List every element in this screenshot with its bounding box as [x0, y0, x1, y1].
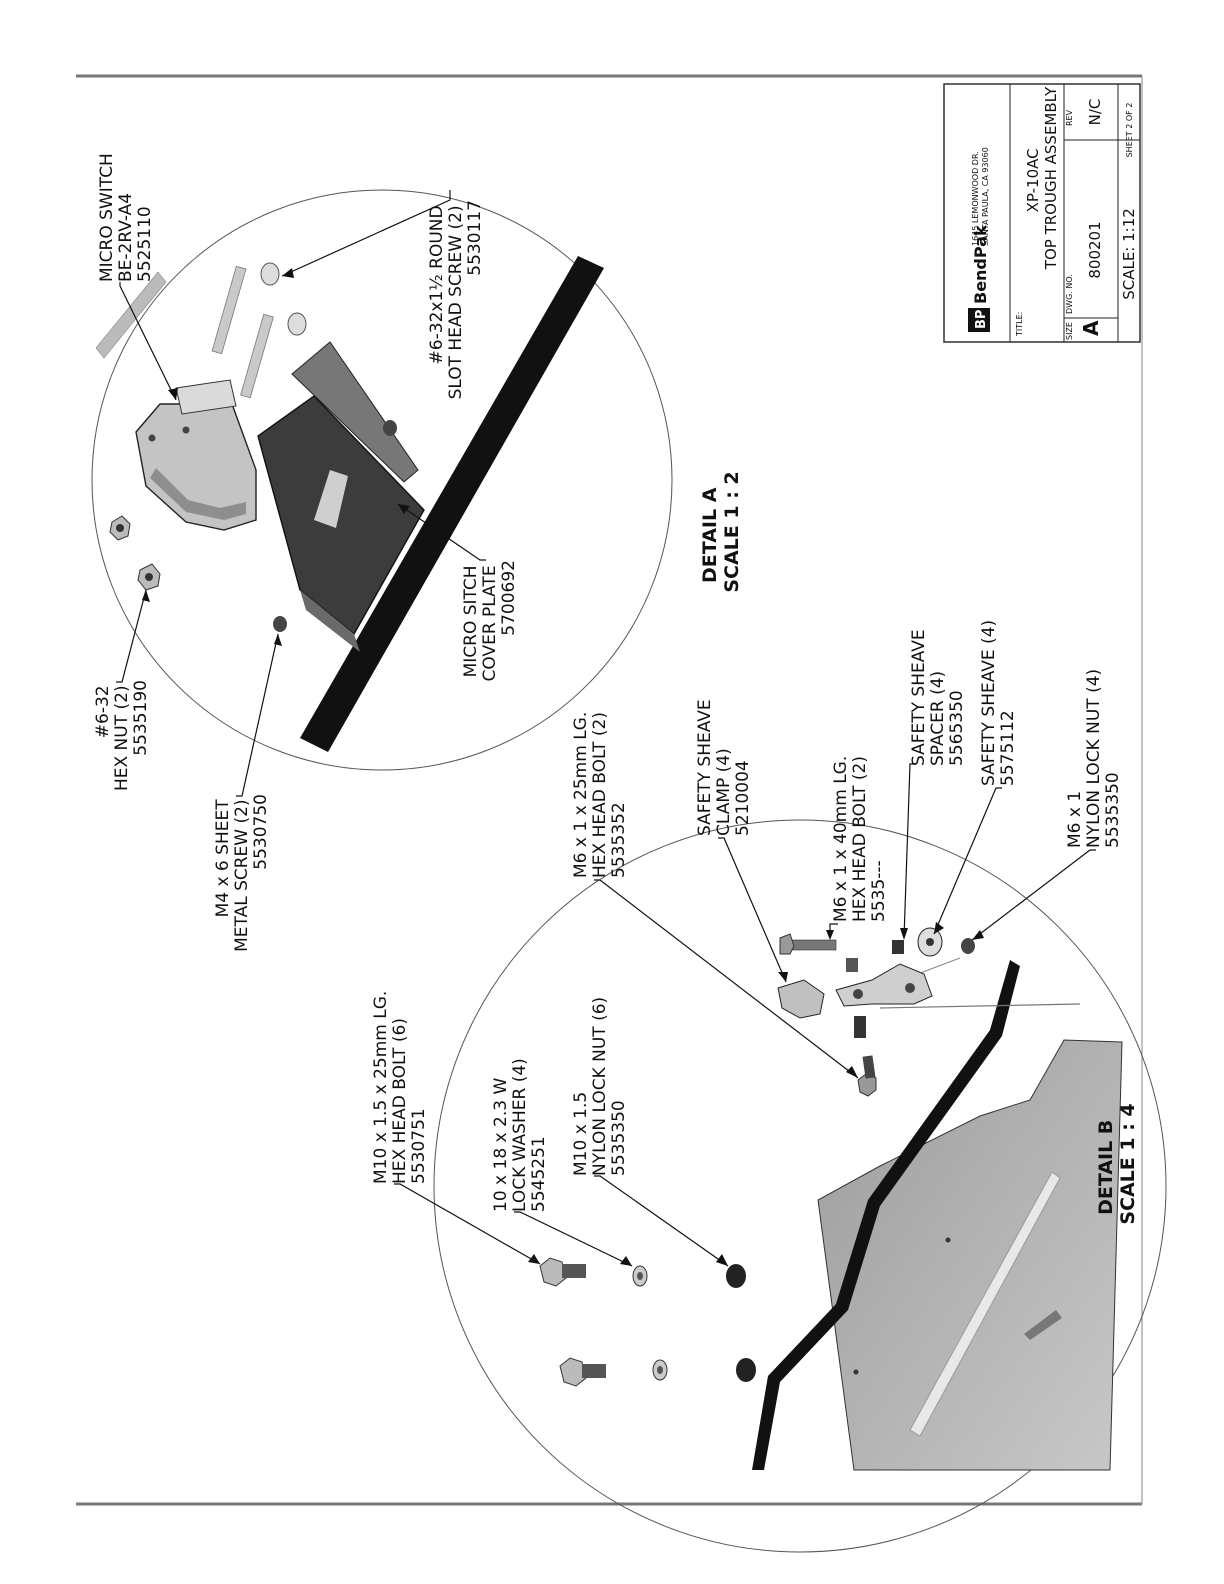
callout-m6-40mm-hex-head-bolt: M6 x 1 x 40mm LG. HEX HEAD BOLT (2) 5535… — [831, 750, 889, 922]
detail-b-geometry — [539, 927, 1123, 1471]
m10-bolts — [539, 1257, 606, 1387]
company-address: 1645 LEMONWOOD DR. SANTA PAULA, CA 93060 — [971, 147, 990, 246]
detail-b: M10 x 1.5 x 25mm LG. HEX HEAD BOLT (6) 5… — [371, 614, 1167, 1553]
callout-m10-hex-head-bolt: M10 x 1.5 x 25mm LG. HEX HEAD BOLT (6) 5… — [371, 985, 429, 1184]
rev-value: N/C — [1086, 99, 1104, 126]
detail-b-leaders — [394, 763, 1096, 1267]
callout-micro-switch-cover-plate: MICRO SITCH COVER PLATE 5700692 — [461, 560, 519, 682]
callout-sheet-metal-screw: M4 x 6 SHEET METAL SCREW (2) 5530750 — [213, 794, 271, 952]
callout-safety-sheave-spacer: SAFETY SHEAVE SPACER (4) 5565350 — [909, 624, 967, 766]
size-label: SIZE — [1065, 322, 1074, 340]
drawing-title: XP-10AC TOP TROUGH ASSEMBLY — [1024, 86, 1060, 270]
m6-bolts — [779, 933, 877, 1097]
detail-a-title: DETAIL A SCALE 1 : 2 — [699, 471, 743, 592]
callout-lock-washer: 10 x 18 x 2.3 W LOCK WASHER (4) 5545251 — [491, 1053, 549, 1212]
svg-text:BP: BP — [974, 310, 989, 329]
dwg-no-value: 800201 — [1086, 221, 1104, 278]
callout-hex-nut: #6-32 HEX NUT (2) 5535190 — [93, 680, 151, 791]
detail-a: MICRO SWITCH BE-2RV-A4 5525110 #6-32x1½ … — [91, 148, 743, 952]
callout-safety-sheave-clamp: SAFETY SHEAVE CLAMP (4) 5210004 — [695, 694, 753, 836]
detail-b-title: DETAIL B SCALE 1 : 4 — [1095, 1103, 1139, 1224]
dwg-no-label: DWG. NO. — [1065, 274, 1074, 314]
m10-nylon-lock-nuts — [726, 1264, 756, 1382]
scale-value: SCALE: 1:12 — [1120, 208, 1138, 300]
callout-m10-nylon-lock-nut: M10 x 1.5 NYLON LOCK NUT (6) 5535350 — [571, 991, 629, 1176]
callout-round-slot-head-screw: #6-32x1½ ROUND SLOT HEAD SCREW (2) 55301… — [427, 200, 485, 399]
sheet-border — [76, 74, 1143, 1506]
sheet-metal-screws — [273, 420, 397, 632]
round-slot-head-screws — [211, 262, 307, 399]
size-value: A — [1079, 320, 1103, 336]
detail-a-geometry — [95, 256, 604, 752]
callout-micro-switch: MICRO SWITCH BE-2RV-A4 5525110 — [97, 148, 155, 282]
sheet-number: SHEET 2 OF 2 — [1125, 103, 1134, 158]
hex-nuts — [109, 515, 161, 591]
detail-a-boundary — [91, 189, 673, 771]
lock-washers — [632, 1265, 668, 1381]
callout-safety-sheave: SAFETY SHEAVE (4) 5575112 — [979, 614, 1018, 786]
title-block: BP BendPak 1645 LEMONWOOD DR. SANTA PAUL… — [943, 83, 1141, 343]
svg-text:BendPak: BendPak — [971, 225, 990, 304]
detail-b-boundary — [433, 819, 1167, 1553]
detail-a-leaders — [116, 190, 486, 797]
callout-m6-nylon-lock-nut: M6 x 1 NYLON LOCK NUT (4) 5535350 — [1065, 663, 1123, 848]
title-label: TITLE: — [1015, 312, 1024, 337]
bendpak-logo: BP BendPak — [968, 225, 990, 332]
rev-label: REV — [1065, 109, 1074, 126]
safety-sheave-clamp-part — [777, 979, 825, 1019]
callout-m6-25mm-hex-head-bolt: M6 x 1 x 25mm LG. HEX HEAD BOLT (2) 5535… — [571, 706, 629, 878]
